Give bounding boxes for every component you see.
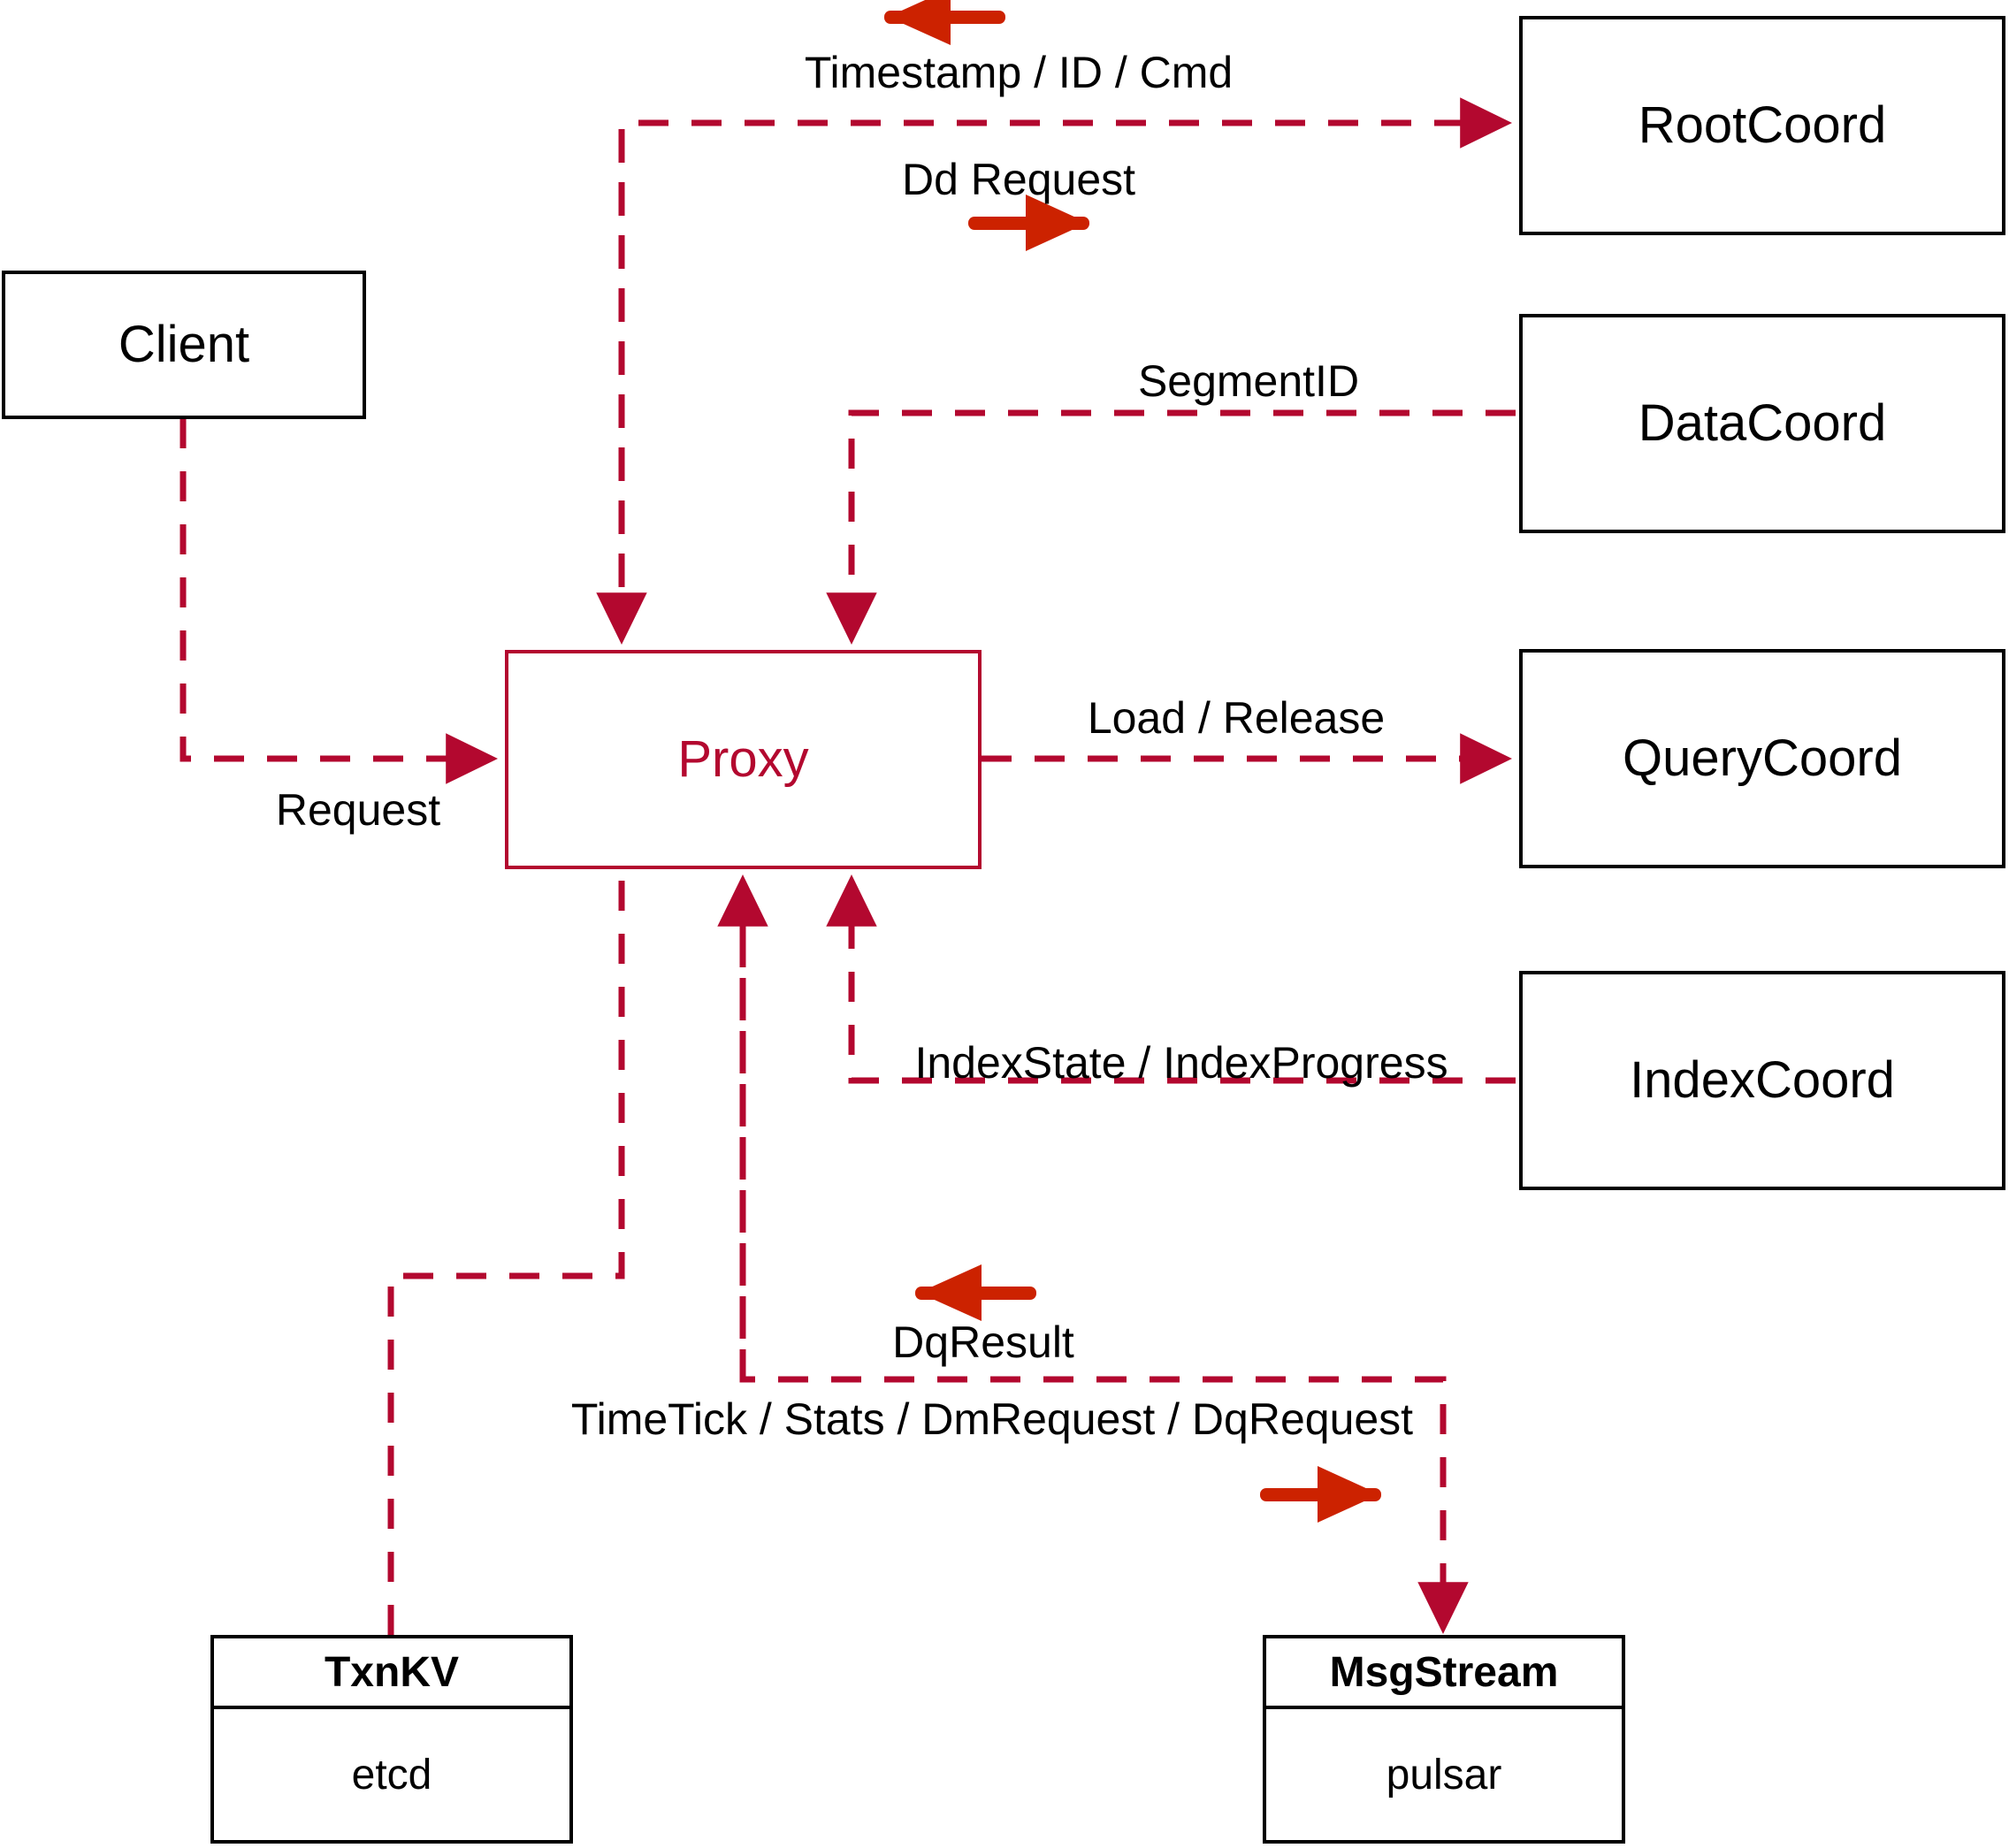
node-rootcoord[interactable]: RootCoord <box>1519 16 2005 235</box>
edge-label-indexstate-indexprogress: IndexState / IndexProgress <box>914 1038 1448 1088</box>
node-txnkv[interactable]: TxnKV etcd <box>210 1635 573 1844</box>
node-datacoord-label: DataCoord <box>1638 394 1887 452</box>
edge-label-dd-request: Dd Request <box>901 155 1136 204</box>
edge-label-dqresult: DqResult <box>892 1317 1074 1367</box>
node-proxy-label: Proxy <box>677 730 809 788</box>
edge-label-timetick-stats-dmrequest-dqrequest: TimeTick / Stats / DmRequest / DqRequest <box>570 1394 1414 1444</box>
node-msgstream-header: MsgStream <box>1266 1638 1622 1709</box>
node-txnkv-impl: etcd <box>351 1751 432 1798</box>
edge-label-request: Request <box>275 785 441 835</box>
node-querycoord[interactable]: QueryCoord <box>1519 649 2005 868</box>
node-txnkv-label: TxnKV <box>324 1648 459 1696</box>
node-querycoord-label: QueryCoord <box>1623 729 1902 787</box>
edge-label-segmentid: SegmentID <box>1137 356 1360 406</box>
edge-proxy-txnkv <box>387 881 625 1635</box>
node-msgstream[interactable]: MsgStream pulsar <box>1263 1635 1625 1844</box>
node-indexcoord-label: IndexCoord <box>1630 1051 1895 1109</box>
node-proxy[interactable]: Proxy <box>505 650 982 869</box>
node-client-label: Client <box>118 316 250 373</box>
edge-datacoord-proxy <box>826 409 1516 645</box>
node-indexcoord[interactable]: IndexCoord <box>1519 971 2005 1190</box>
node-rootcoord-label: RootCoord <box>1638 96 1887 154</box>
edge-label-timestamp-id-cmd: Timestamp / ID / Cmd <box>804 48 1234 97</box>
node-msgstream-body: pulsar <box>1266 1709 1622 1840</box>
edge-label-load-release: Load / Release <box>1087 693 1386 743</box>
node-txnkv-header: TxnKV <box>214 1638 569 1709</box>
node-txnkv-body: etcd <box>214 1709 569 1840</box>
edge-client-request <box>180 418 498 784</box>
node-msgstream-label: MsgStream <box>1329 1648 1559 1696</box>
edge-indexcoord-proxy <box>826 874 1516 1084</box>
node-datacoord[interactable]: DataCoord <box>1519 314 2005 533</box>
node-msgstream-impl: pulsar <box>1386 1751 1502 1798</box>
edge-proxy-msgstream <box>739 884 1469 1634</box>
node-client[interactable]: Client <box>2 271 366 419</box>
